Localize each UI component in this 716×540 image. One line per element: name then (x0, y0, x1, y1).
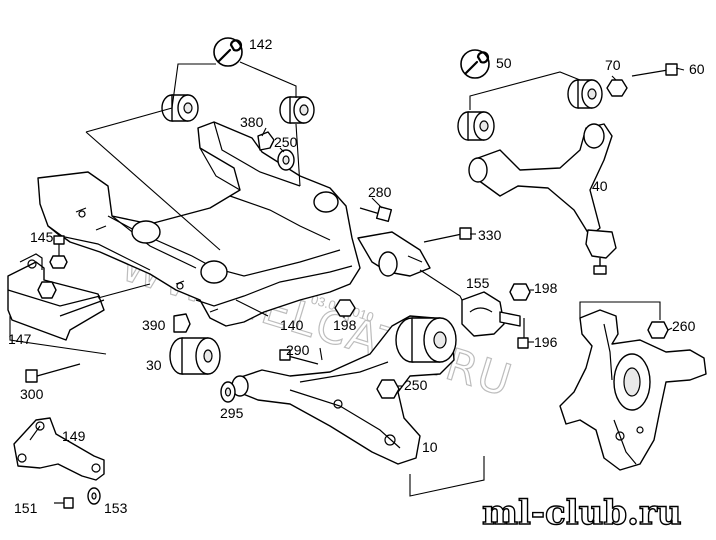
callout-300: 300 (20, 386, 44, 402)
callout-198-center: 198 (333, 317, 357, 333)
callout-145: 145 (30, 229, 54, 245)
clip-and-nut (257, 131, 295, 171)
leader-lines (9, 61, 685, 497)
bushing-30 (169, 313, 221, 375)
callout-50: 50 (496, 55, 512, 71)
bushing-pair-50 (457, 63, 678, 141)
lower-control-arm (220, 315, 457, 465)
callout-153: 153 (104, 500, 128, 516)
bracket-assembly (357, 231, 431, 277)
callout-155: 155 (466, 275, 490, 291)
callout-260: 260 (672, 318, 696, 334)
bolt-300 (25, 363, 81, 383)
mount-bracket-147 (7, 235, 105, 341)
brand-logo: ml-club.ru (482, 493, 682, 533)
callout-147: 147 (8, 331, 32, 347)
callout-151: 151 (14, 500, 38, 516)
callout-280: 280 (368, 184, 392, 200)
callout-250-lower: 250 (404, 377, 428, 393)
wrench-icon (213, 37, 243, 67)
nut-198 (334, 299, 356, 317)
callout-198-right: 198 (534, 280, 558, 296)
upper-control-arm (468, 123, 617, 275)
stabilizer-bushing-155 (461, 283, 531, 349)
callout-250-upper: 250 (274, 134, 298, 150)
callout-295: 295 (220, 405, 244, 421)
callout-390: 390 (142, 317, 166, 333)
callout-330: 330 (478, 227, 502, 243)
bushing-pair-142 (161, 94, 315, 124)
callout-30: 30 (146, 357, 162, 373)
steering-knuckle (559, 309, 707, 471)
callout-380: 380 (240, 114, 264, 130)
wrench-icon (460, 49, 490, 79)
bolt-280 (359, 205, 393, 223)
callout-149: 149 (62, 428, 86, 444)
callout-labels: 142 50 70 60 380 250 40 280 330 145 155 … (8, 36, 705, 516)
callout-40: 40 (592, 178, 608, 194)
callout-140: 140 (280, 317, 304, 333)
subframe (37, 121, 361, 327)
callout-10: 10 (422, 439, 438, 455)
bolt-330 (423, 227, 472, 243)
callout-290: 290 (286, 342, 310, 358)
callout-196: 196 (534, 334, 558, 350)
callout-142: 142 (249, 36, 273, 52)
callout-70: 70 (605, 57, 621, 73)
plate-149 (13, 417, 105, 509)
callout-60: 60 (689, 61, 705, 77)
